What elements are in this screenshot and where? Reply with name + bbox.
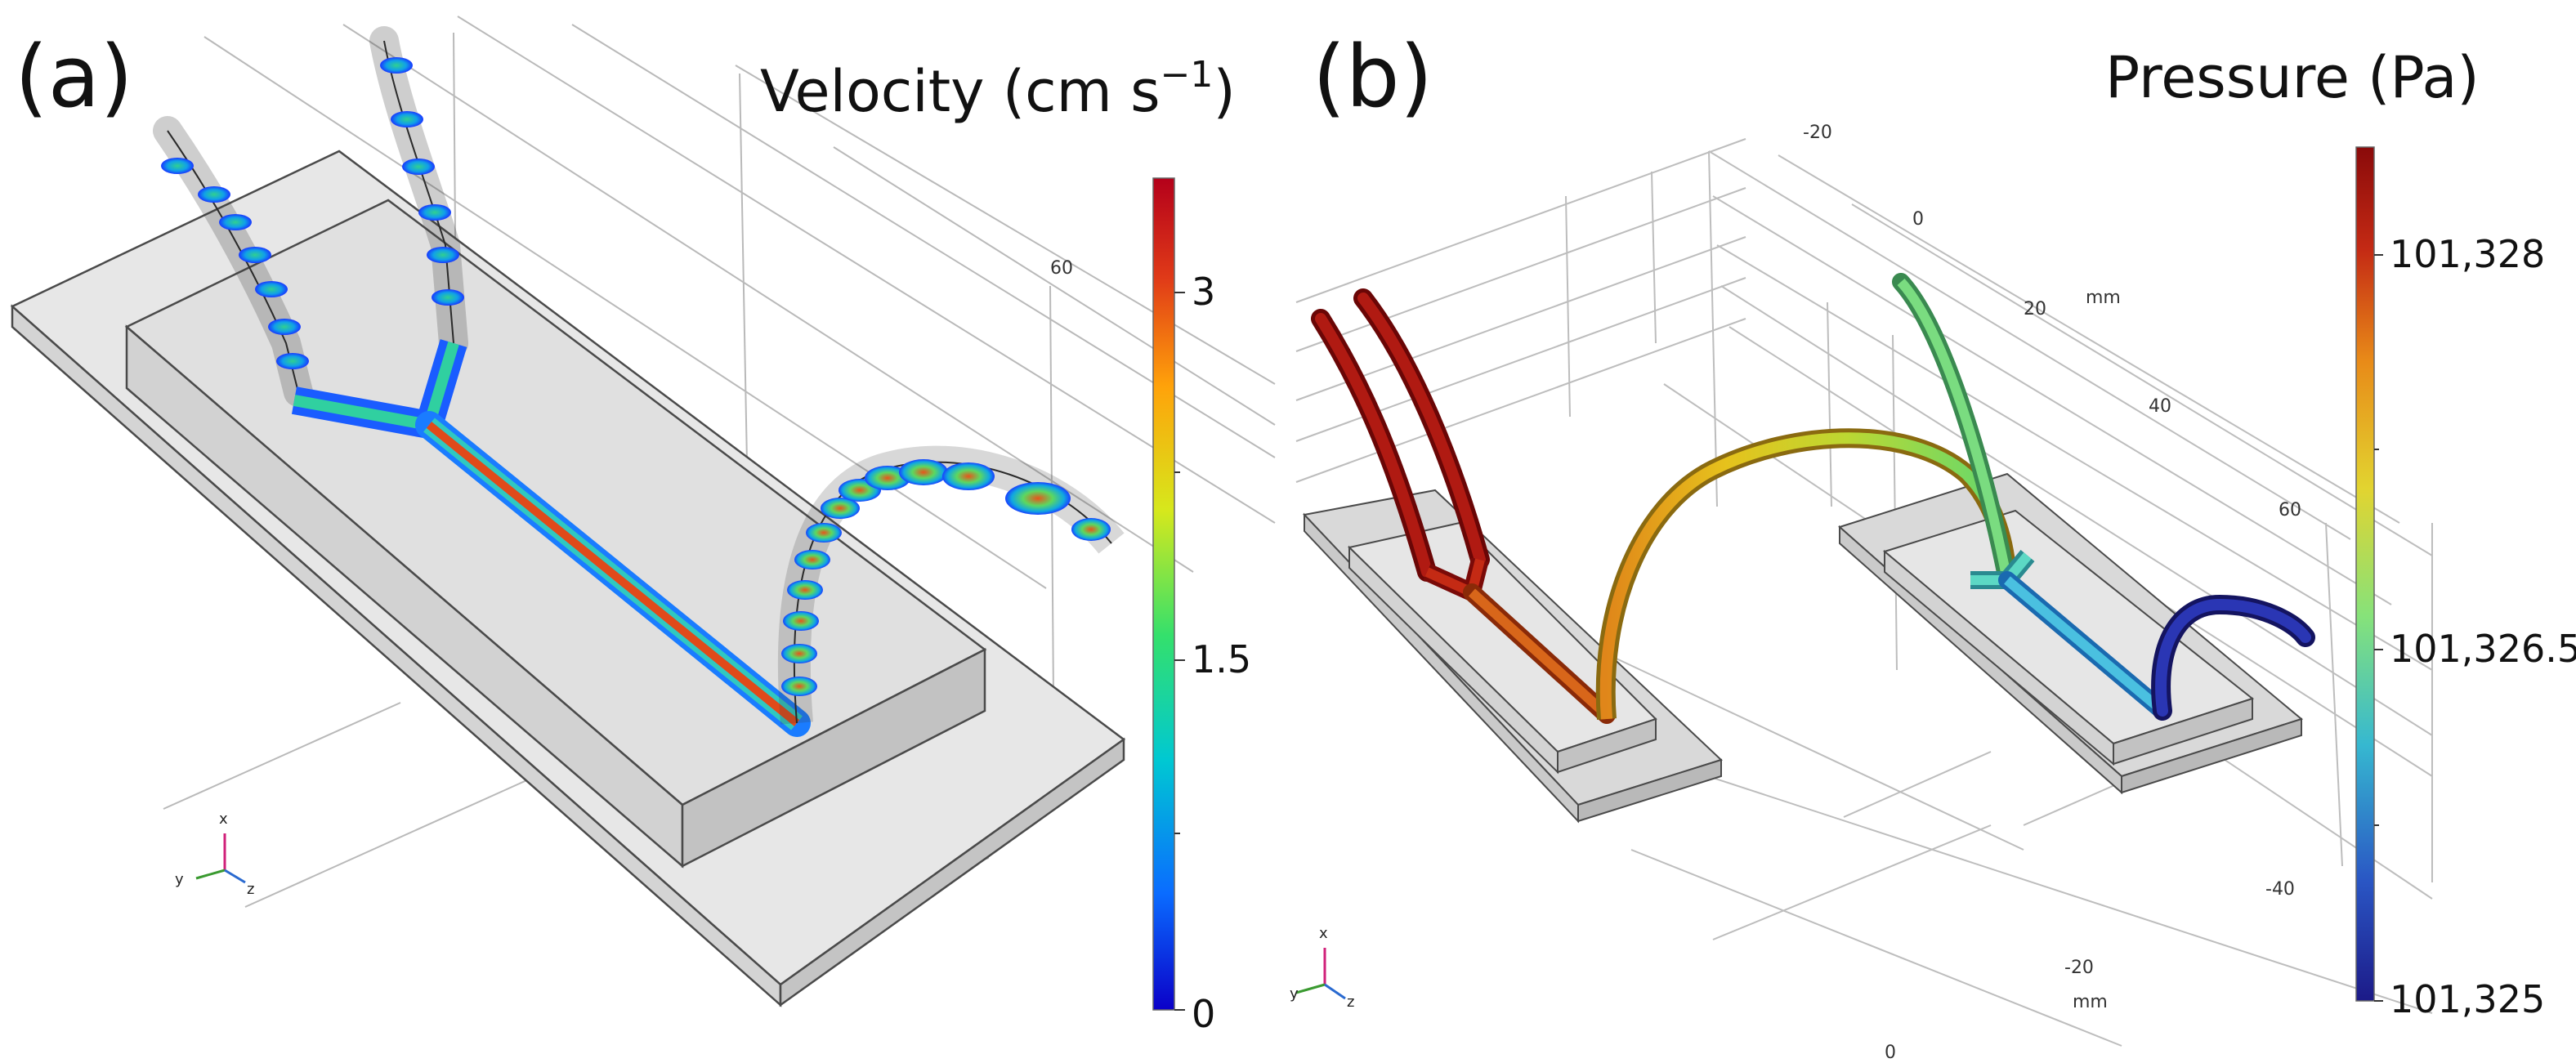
triad-x-label: x [219,811,228,828]
pressure-3d-render [1295,138,2433,1047]
axis-unit-mm-top: mm [2086,288,2121,308]
axis-number-60: 60 [2279,500,2301,520]
velocity-colorbar-title: Velocity (cm s−1) [760,54,1236,121]
axis-unit-mm-bottom: mm [2073,992,2108,1012]
velocity-tick-0: 0 [1192,992,1216,1036]
outlet-tube [777,445,1125,725]
panel-label-b: (b) [1313,27,1433,127]
triad-y-label-b: y [1290,985,1299,1003]
velocity-title-exponent: −1 [1160,54,1214,96]
left-plate [1303,489,1723,824]
pressure-colorbar-ticks [2374,254,2383,1002]
inlet-tubes-b [1311,288,1490,582]
axis-number-0-top: 0 [1912,209,1924,230]
velocity-colorbar-ticks [1174,292,1185,1011]
microchannel [291,339,811,737]
panel-a: (a) Velocity (cm s−1) 3 1.5 0 60 x y z [10,16,1276,1036]
outlet-tube-b [2151,594,2315,721]
chip-block [124,199,987,869]
triad-z-label-b: z [1347,994,1355,1011]
triad-z-label: z [247,881,255,898]
axis-number-neg20-top: -20 [1803,123,1832,143]
axis-number-0-bottom: 0 [1885,1043,1896,1063]
axis-number-neg40: -40 [2265,879,2295,900]
inlet-tube-b [369,26,468,358]
axis-number-neg20-bottom: -20 [2064,958,2094,978]
pressure-tick-high: 101,328 [2390,232,2546,276]
velocity-tick-1-5: 1.5 [1192,637,1252,681]
velocity-3d-render [10,16,1276,1011]
left-channel [1423,557,1616,724]
velocity-colorbar [1152,177,1175,1011]
pressure-colorbar-title: Pressure (Pa) [2105,44,2480,111]
axis-number-40: 40 [2149,396,2171,417]
triad-y-label: y [175,871,184,888]
velocity-title-base: Velocity (cm s [760,58,1161,125]
velocity-tick-3: 3 [1192,270,1216,314]
axis-triad-b [1295,948,1346,1000]
pressure-tick-mid: 101,326.5 [2390,627,2576,671]
triad-x-label-b: x [1319,925,1328,942]
inlet-tube-a [153,116,313,407]
velocity-title-close: ) [1213,58,1236,125]
axis-triad-a [195,833,246,884]
pressure-colorbar [2355,146,2375,1002]
pressure-tick-low: 101,325 [2390,977,2546,1021]
right-channel [1892,273,2171,720]
axis-number-20: 20 [2024,299,2046,319]
panel-label-a: (a) [15,27,133,127]
axis-number-60: 60 [1050,258,1073,279]
panel-b: (b) Pressure (Pa) 101,328 101,326.5 101,… [1288,0,2576,1063]
